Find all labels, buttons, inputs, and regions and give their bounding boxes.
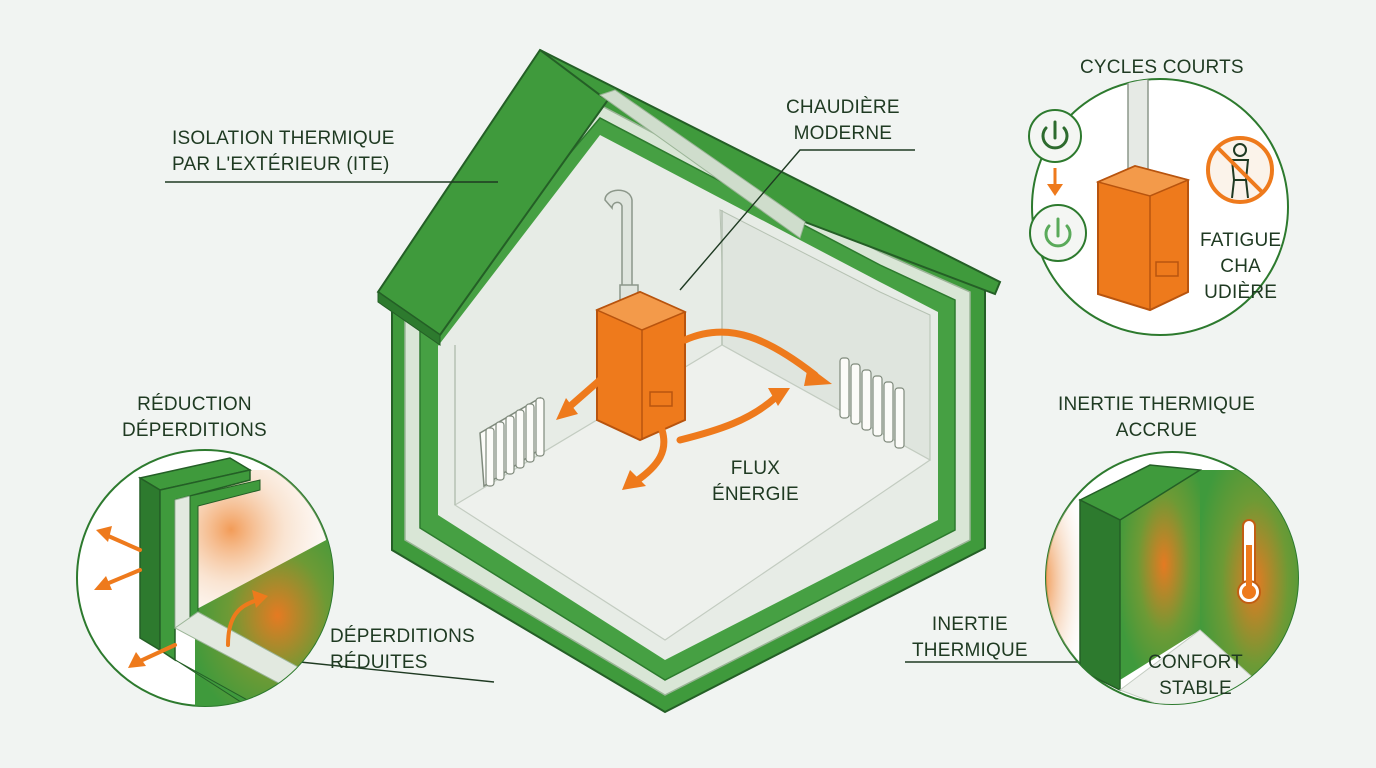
energy-arrows: [564, 328, 819, 486]
label-flux: FLUX ÉNERGIE: [712, 456, 799, 508]
label-fatigue: FATIGUE CHA UDIÈRE: [1200, 228, 1281, 306]
label-ite-line2: PAR L'EXTÉRIEUR (ITE): [172, 154, 390, 175]
label-deperditions-line1: DÉPERDITIONS: [330, 626, 475, 647]
label-confort-line2: STABLE: [1159, 678, 1232, 699]
radiator-right-icon: [839, 357, 905, 449]
label-chaudiere: CHAUDIÈRE MODERNE: [786, 95, 900, 147]
house: [376, 48, 1002, 714]
radiator-left-icon: [479, 396, 545, 488]
label-inertie-title-line1: INERTIE THERMIQUE: [1058, 394, 1255, 415]
label-chaudiere-line1: CHAUDIÈRE: [786, 97, 900, 118]
roof-right: [539, 49, 1002, 296]
label-inertie-line1: INERTIE: [931, 614, 1008, 635]
thermometer-icon: [1237, 519, 1261, 604]
deperditions-inset: [76, 449, 334, 707]
down-arrow-icon: [1047, 168, 1063, 196]
cycles-courts-inset: [1028, 78, 1289, 336]
label-fatigue-line3: UDIÈRE: [1204, 282, 1278, 303]
label-flux-line2: ÉNERGIE: [712, 484, 799, 505]
label-cycles: CYCLES COURTS: [1080, 55, 1244, 81]
leader-lines: [165, 149, 1085, 683]
label-ite-line1: ISOLATION THERMIQUE: [172, 128, 395, 149]
label-cycles-title: CYCLES COURTS: [1080, 57, 1244, 78]
label-inertie-title-line2: ACCRUE: [1115, 420, 1198, 441]
label-inertie-title: INERTIE THERMIQUE ACCRUE: [1058, 392, 1255, 444]
label-reduction-line2: DÉPERDITIONS: [122, 420, 267, 441]
label-confort-line1: CONFORT: [1148, 652, 1243, 673]
no-person-icon: [1206, 136, 1274, 204]
label-reduction-line1: RÉDUCTION: [137, 394, 252, 415]
label-ite: ISOLATION THERMIQUE PAR L'EXTÉRIEUR (ITE…: [172, 126, 395, 178]
roof-left-edge: [377, 291, 441, 346]
label-inertie-line2: THERMIQUE: [912, 640, 1028, 661]
arrowheads: [556, 366, 832, 490]
label-inertie: INERTIE THERMIQUE: [912, 612, 1028, 664]
label-chaudiere-line2: MODERNE: [793, 123, 893, 144]
label-deperditions-line2: RÉDUITES: [330, 652, 428, 673]
power-icon: [1029, 204, 1087, 262]
label-reduction: RÉDUCTION DÉPERDITIONS: [122, 392, 267, 444]
label-fatigue-line1: FATIGUE: [1200, 230, 1282, 251]
label-flux-line1: FLUX: [730, 458, 781, 479]
boiler-icon: [595, 189, 687, 442]
label-fatigue-line2: CHA: [1220, 256, 1261, 277]
label-deperditions: DÉPERDITIONS RÉDUITES: [330, 624, 475, 676]
power-icon: [1028, 109, 1082, 163]
label-confort: CONFORT STABLE: [1148, 650, 1243, 702]
